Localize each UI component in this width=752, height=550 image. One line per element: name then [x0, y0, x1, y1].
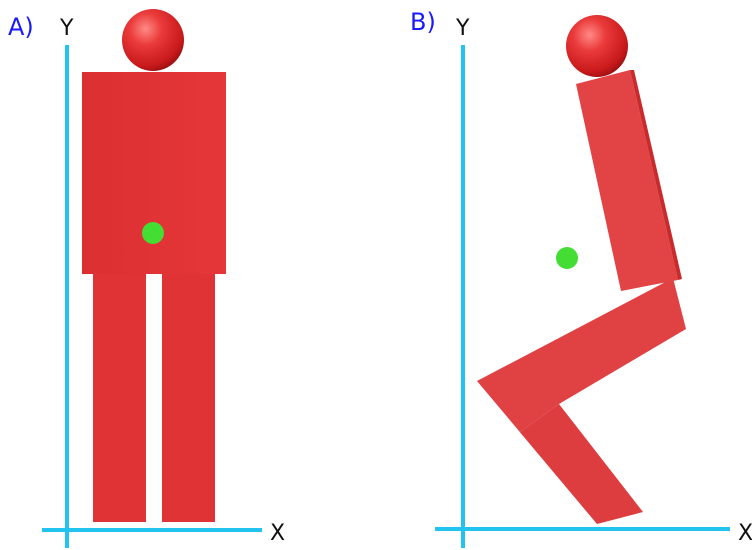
panel-b-thigh — [477, 278, 686, 432]
panel-a-label: A) — [8, 13, 34, 41]
panel-a-x-axis-label: X — [270, 521, 285, 546]
panel-a-left-leg — [93, 272, 146, 522]
panel-b-label: B) — [410, 8, 436, 36]
panel-b-torso-shade — [630, 70, 682, 280]
panel-b-y-axis-label: Y — [455, 16, 470, 41]
panel-a-y-axis-label: Y — [59, 16, 74, 41]
panel-b: B) Y X — [410, 8, 752, 548]
panel-a-center-of-mass-marker — [142, 222, 164, 244]
panel-b-shin — [477, 381, 643, 524]
standing-figure — [82, 9, 226, 522]
panel-b-x-axis-label: X — [738, 521, 752, 546]
panel-b-center-of-mass-marker — [556, 247, 578, 269]
panel-b-torso — [576, 70, 678, 291]
panel-a: A) Y X — [8, 9, 285, 548]
panel-a-right-leg — [162, 272, 215, 522]
squatting-figure — [477, 15, 686, 524]
panel-a-head — [122, 9, 184, 71]
panel-b-head — [566, 15, 628, 77]
